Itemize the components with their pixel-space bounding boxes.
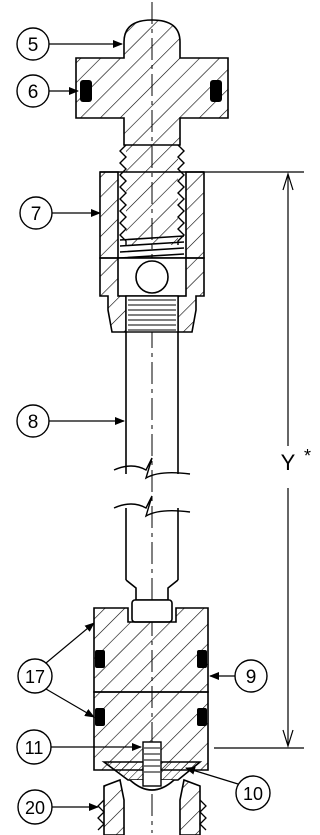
callout-17-label: 17 — [25, 667, 45, 687]
seal-ring-right — [210, 80, 222, 102]
callout-6-label: 6 — [28, 82, 39, 103]
seal-ring-upper-left — [95, 650, 105, 668]
spring — [119, 235, 185, 259]
callout-5-label: 5 — [28, 35, 39, 56]
threaded-stem — [119, 144, 185, 245]
callout-5: 5 — [16, 27, 123, 61]
callout-11-label: 11 — [25, 738, 44, 758]
extension-rod — [113, 332, 191, 623]
callout-9-label: 9 — [246, 667, 257, 688]
callout-20: 20 — [17, 789, 99, 825]
seal-ring-upper-right — [197, 650, 207, 668]
callout-10: 10 — [185, 766, 271, 811]
seal-ring-left — [80, 80, 92, 102]
callout-8-label: 8 — [28, 412, 39, 433]
callout-17: 17 — [17, 622, 95, 718]
bonnet-body — [99, 171, 205, 333]
callout-7-label: 7 — [31, 204, 42, 225]
dimension-y: Y * — [200, 171, 311, 749]
callout-20-label: 20 — [25, 798, 45, 818]
callout-11: 11 — [16, 729, 142, 765]
screw — [142, 741, 162, 787]
bottom-fitting — [97, 778, 207, 835]
handle-knob — [75, 19, 229, 146]
dimension-y-mark: * — [304, 446, 311, 466]
callout-9: 9 — [209, 659, 268, 693]
seal-ring-lower-right — [197, 708, 207, 726]
callout-8: 8 — [16, 404, 125, 438]
seat-disc — [101, 741, 203, 791]
callout-6: 6 — [16, 74, 79, 108]
callout-10-label: 10 — [243, 784, 263, 804]
dimension-y-label: Y — [281, 450, 296, 475]
seal-ring-lower-left — [95, 708, 105, 726]
lower-body — [93, 607, 209, 771]
cross-pin — [135, 260, 169, 294]
callout-7: 7 — [19, 196, 101, 230]
